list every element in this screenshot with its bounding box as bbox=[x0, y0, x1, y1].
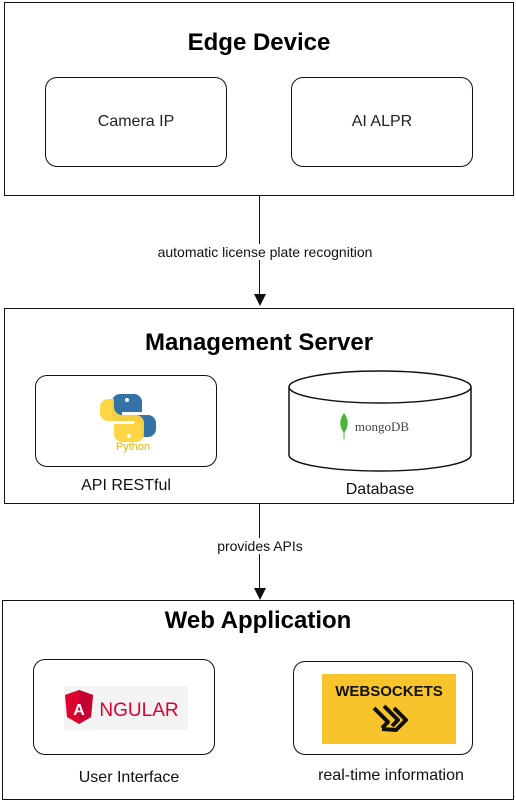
camera-ip-label: Camera IP bbox=[97, 113, 175, 130]
user-interface-node: A NGULAR bbox=[33, 659, 215, 755]
edge-device-title: Edge Device bbox=[187, 29, 331, 56]
management-server-box: Management Server Python API RESTful mon… bbox=[4, 308, 514, 504]
management-server-title: Management Server bbox=[144, 329, 374, 356]
edge-device-box: Edge Device Camera IP AI ALPR bbox=[4, 2, 514, 196]
database-cylinder: mongoDB bbox=[288, 370, 472, 472]
api-restful-node: Python bbox=[35, 375, 217, 467]
api-restful-caption: API RESTful bbox=[81, 477, 171, 494]
mongodb-leaf-icon bbox=[340, 413, 348, 439]
ai-alpr-node: AI ALPR bbox=[291, 77, 473, 167]
edge-to-server-arrowhead bbox=[254, 294, 266, 306]
user-interface-caption: User Interface bbox=[78, 769, 180, 786]
server-to-web-arrowhead bbox=[254, 588, 266, 600]
websockets-logo: WEBSOCKETS bbox=[322, 674, 456, 744]
python-snake-icon bbox=[100, 394, 156, 442]
angular-logo: A NGULAR bbox=[64, 686, 188, 730]
websockets-logo-text: WEBSOCKETS bbox=[335, 683, 443, 700]
ai-alpr-label: AI ALPR bbox=[351, 113, 413, 130]
web-application-title: Web Application bbox=[164, 607, 352, 634]
server-to-web-label: provides APIs bbox=[180, 538, 340, 554]
realtime-information-caption: real-time information bbox=[318, 767, 464, 784]
realtime-information-node: WEBSOCKETS bbox=[293, 661, 473, 755]
edge-to-server-label: automatic license plate recognition bbox=[120, 244, 410, 260]
mongodb-logo-text: mongoDB bbox=[355, 419, 410, 434]
web-application-box: Web Application A NGULAR User Interface … bbox=[2, 600, 514, 800]
database-caption: Database bbox=[345, 481, 415, 498]
websockets-icon bbox=[372, 704, 408, 732]
angular-shield-letter: A bbox=[73, 702, 85, 719]
camera-ip-node: Camera IP bbox=[45, 77, 227, 167]
python-logo: Python bbox=[100, 394, 156, 453]
python-logo-text: Python bbox=[116, 441, 150, 453]
angular-logo-text: NGULAR bbox=[99, 700, 178, 721]
